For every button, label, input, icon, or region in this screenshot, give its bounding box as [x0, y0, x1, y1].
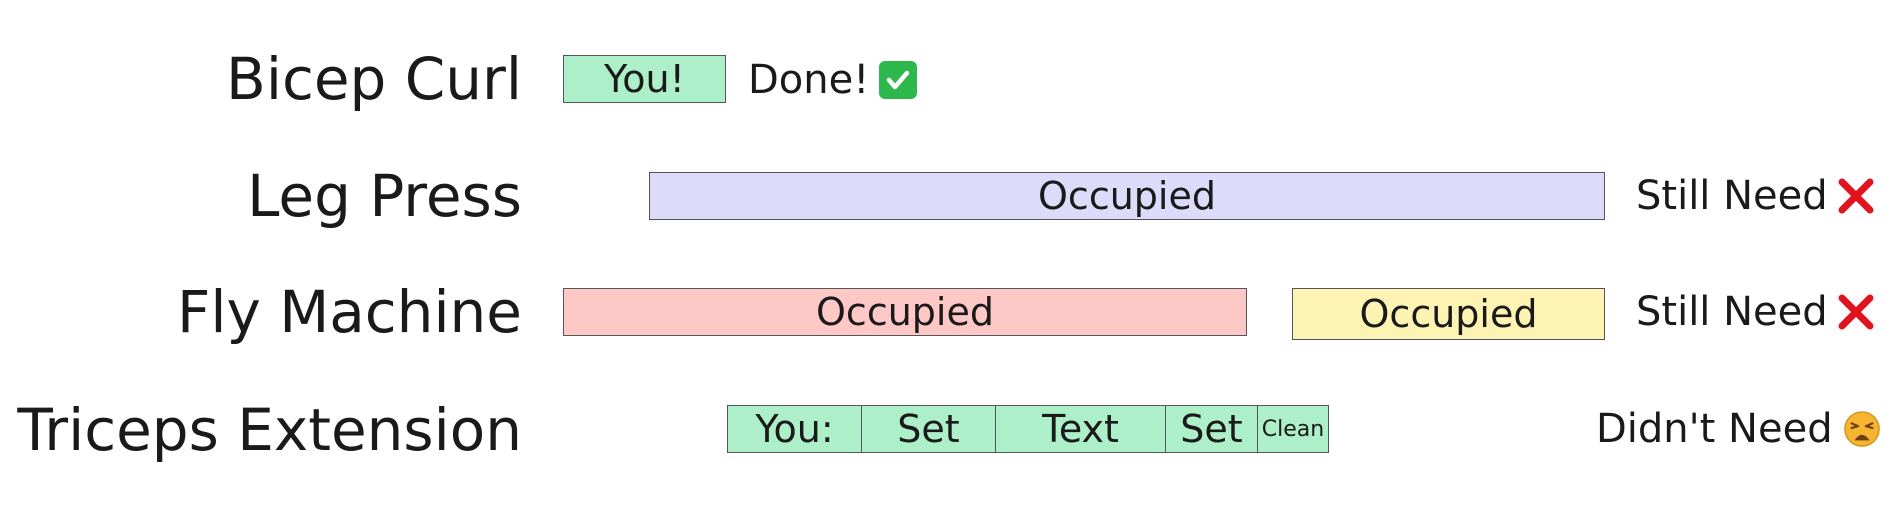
status-still-need: Still Need [1636, 172, 1876, 220]
status-text: Didn't Need [1596, 406, 1833, 452]
status-text: Done! [748, 57, 870, 103]
segment-set: Set [1165, 405, 1258, 453]
segment-you: You: [727, 405, 862, 453]
bar-occupied: Occupied [563, 288, 1247, 336]
red-x-icon [1838, 294, 1874, 330]
row-label-fly-machine: Fly Machine [176, 278, 522, 346]
status-text: Still Need [1636, 173, 1828, 219]
bar-you: You! [563, 55, 726, 103]
segment-clean: Clean [1257, 405, 1329, 453]
status-text: Still Need [1636, 289, 1828, 335]
status-done: Done! [748, 56, 918, 104]
bar-occupied: Occupied [649, 172, 1605, 220]
status-still-need: Still Need [1636, 288, 1876, 336]
bar-occupied: Occupied [1292, 288, 1605, 340]
red-x-icon [1838, 178, 1874, 214]
segment-text: Text [995, 405, 1166, 453]
row-label-bicep-curl: Bicep Curl [226, 45, 522, 113]
row-label-leg-press: Leg Press [247, 162, 522, 230]
weary-face-icon [1843, 411, 1880, 447]
row-label-triceps-extension: Triceps Extension [17, 396, 522, 464]
status-didnt-need: Didn't Need [1596, 405, 1881, 453]
check-mark-icon [879, 61, 918, 99]
segment-set: Set [861, 405, 996, 453]
